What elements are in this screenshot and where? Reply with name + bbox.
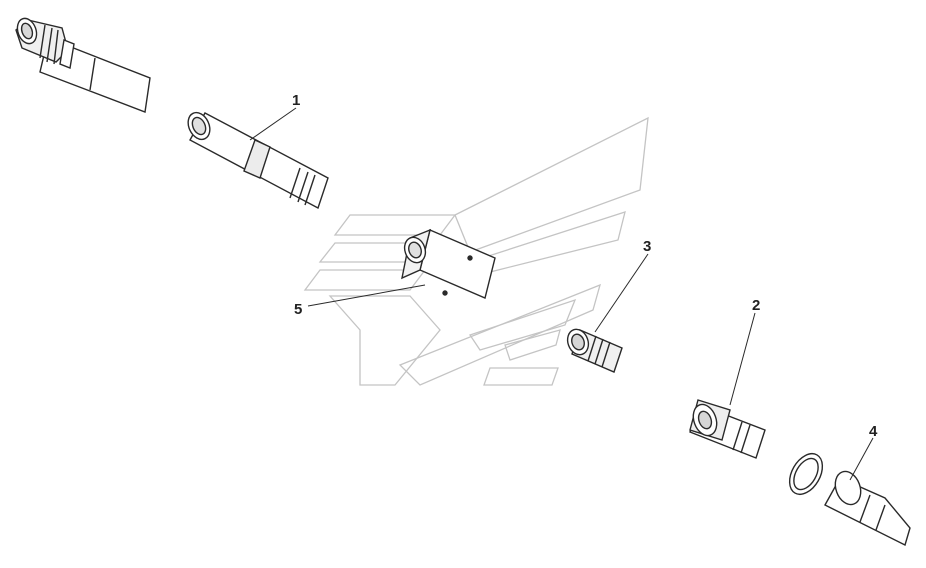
callout-label-1: 1 [292, 92, 301, 109]
leader-line-3 [595, 254, 648, 332]
callout-label-5: 5 [294, 301, 303, 318]
part-5-square-nut [401, 230, 495, 298]
leader-lines [250, 108, 873, 480]
part-1-tube [184, 109, 328, 208]
cylinder-part-top-left [14, 16, 150, 112]
callout-label-3: 3 [643, 238, 652, 255]
callout-label-2: 2 [752, 297, 761, 314]
leader-line-5 [308, 285, 425, 306]
leader-line-4 [850, 438, 873, 480]
part-3-fitting [564, 326, 622, 372]
part-4-ring-and-nozzle [783, 448, 910, 545]
leader-line-2 [730, 313, 755, 405]
part-2-coupling [689, 400, 765, 458]
watermark-logo [305, 118, 648, 385]
leader-line-1 [250, 108, 296, 140]
callout-label-4: 4 [869, 423, 878, 440]
